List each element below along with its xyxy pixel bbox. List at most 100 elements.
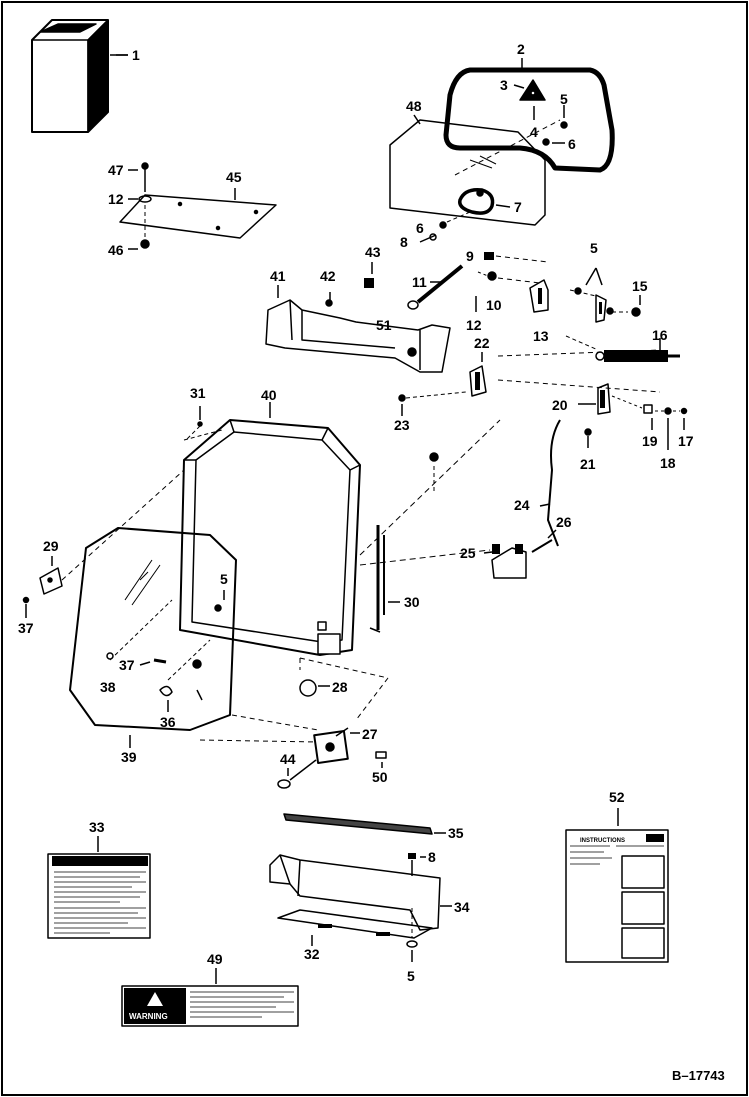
callout-48: 48 bbox=[406, 98, 422, 114]
part-34-step-panel bbox=[269, 854, 452, 931]
part-29-hinge-plate bbox=[22, 469, 185, 618]
callout-23: 23 bbox=[394, 417, 410, 433]
callout-44: 44 bbox=[280, 751, 296, 767]
callout-21: 21 bbox=[580, 456, 596, 472]
part-5-washer bbox=[406, 908, 418, 962]
lower-leader-lines bbox=[199, 657, 389, 743]
callout-36: 36 bbox=[160, 714, 176, 730]
callout-27: 27 bbox=[362, 726, 378, 742]
callout-51: 51 bbox=[376, 317, 392, 333]
decal-52-heading: INSTRUCTIONS bbox=[580, 838, 625, 844]
part-2-door-seal bbox=[443, 58, 615, 173]
callout-15: 15 bbox=[632, 278, 648, 294]
callout-38: 38 bbox=[100, 679, 116, 695]
part-35-seal-strip bbox=[283, 813, 446, 835]
callout-labels: 1 2 3 4 5 6 48 7 47 45 12 46 6 8 9 5 43 … bbox=[18, 41, 694, 984]
callout-18: 18 bbox=[660, 455, 676, 471]
part-13-hinge bbox=[529, 267, 641, 323]
part-27-latch bbox=[313, 727, 387, 768]
callout-10: 10 bbox=[486, 297, 502, 313]
callout-52: 52 bbox=[609, 789, 625, 805]
callout-11: 11 bbox=[412, 274, 427, 290]
part-39-door-glass bbox=[69, 527, 237, 748]
decal-49-heading: WARNING bbox=[129, 1012, 168, 1021]
part-11-gas-strut bbox=[407, 264, 464, 310]
part-5-6-glass-hardware bbox=[542, 105, 568, 146]
callout-35: 35 bbox=[448, 825, 464, 841]
callout-30: 30 bbox=[404, 594, 420, 610]
callout-32: 32 bbox=[304, 946, 320, 962]
callout-22: 22 bbox=[474, 335, 490, 351]
callout-13: 13 bbox=[533, 328, 549, 344]
figure-reference-number: B–17743 bbox=[672, 1068, 725, 1083]
callout-4: 4 bbox=[530, 124, 538, 140]
callout-33: 33 bbox=[89, 819, 105, 835]
part-49-warning-decal bbox=[121, 968, 299, 1027]
callout-42: 42 bbox=[320, 268, 336, 284]
part-36-37-38-hardware bbox=[106, 599, 211, 712]
part-22-latch-bracket bbox=[398, 352, 487, 416]
callout-8: 8 bbox=[428, 849, 436, 865]
callout-12: 12 bbox=[466, 317, 482, 333]
callout-34: 34 bbox=[454, 899, 470, 915]
callout-37: 37 bbox=[119, 657, 135, 673]
callout-24: 24 bbox=[514, 497, 530, 513]
callout-6: 6 bbox=[568, 136, 576, 152]
callout-50: 50 bbox=[372, 769, 388, 785]
part-1-manual-box bbox=[31, 19, 128, 133]
callout-39: 39 bbox=[121, 749, 137, 765]
callout-49: 49 bbox=[207, 951, 223, 967]
callout-47: 47 bbox=[108, 162, 124, 178]
callout-5: 5 bbox=[560, 91, 568, 107]
callout-46: 46 bbox=[108, 242, 124, 258]
callout-37: 37 bbox=[18, 620, 34, 636]
part-24-latch-rod bbox=[539, 419, 561, 547]
callout-3: 3 bbox=[500, 77, 508, 93]
callout-12: 12 bbox=[108, 191, 124, 207]
part-33-warning-decal bbox=[47, 836, 151, 939]
callout-17: 17 bbox=[678, 433, 694, 449]
callout-7: 7 bbox=[514, 199, 522, 215]
callout-6: 6 bbox=[416, 220, 424, 236]
part-41-hinge-bracket bbox=[265, 285, 451, 373]
callout-29: 29 bbox=[43, 538, 59, 554]
part-9-10-hardware bbox=[475, 252, 549, 312]
callout-8: 8 bbox=[400, 234, 408, 250]
part-3-latch-bracket bbox=[513, 79, 546, 120]
part-7-handle bbox=[458, 187, 511, 215]
callout-9: 9 bbox=[466, 248, 474, 264]
callout-1: 1 bbox=[132, 47, 140, 63]
callout-5: 5 bbox=[407, 968, 415, 984]
callout-20: 20 bbox=[552, 397, 568, 413]
part-48-door-glass bbox=[389, 114, 561, 226]
part-42-43-bolts bbox=[325, 262, 374, 307]
callout-40: 40 bbox=[261, 387, 277, 403]
callout-5: 5 bbox=[220, 571, 228, 587]
callout-41: 41 bbox=[270, 268, 286, 284]
part-52-instruction-decal bbox=[565, 808, 669, 963]
part-44-link bbox=[277, 759, 317, 789]
callout-31: 31 bbox=[190, 385, 206, 401]
callout-43: 43 bbox=[365, 244, 381, 260]
part-8-bolt bbox=[408, 853, 426, 876]
callout-25: 25 bbox=[460, 545, 476, 561]
callout-28: 28 bbox=[332, 679, 348, 695]
part-20-striker bbox=[497, 349, 661, 448]
callout-19: 19 bbox=[642, 433, 658, 449]
part-40-door-frame bbox=[179, 402, 361, 656]
callout-16: 16 bbox=[652, 327, 668, 343]
part-5-glass-screw bbox=[214, 590, 225, 612]
callout-5: 5 bbox=[590, 240, 598, 256]
part-45-cover-plate bbox=[119, 162, 277, 250]
callout-45: 45 bbox=[226, 169, 242, 185]
part-17-18-19-hardware bbox=[611, 395, 688, 450]
part-30-gas-spring bbox=[359, 419, 501, 633]
part-28-knob bbox=[299, 679, 330, 697]
part-32-plate bbox=[277, 909, 433, 946]
part-25-latch-bracket bbox=[483, 529, 557, 579]
callout-26: 26 bbox=[556, 514, 572, 530]
part-6-8-hardware bbox=[419, 211, 471, 243]
callout-2: 2 bbox=[517, 41, 525, 57]
